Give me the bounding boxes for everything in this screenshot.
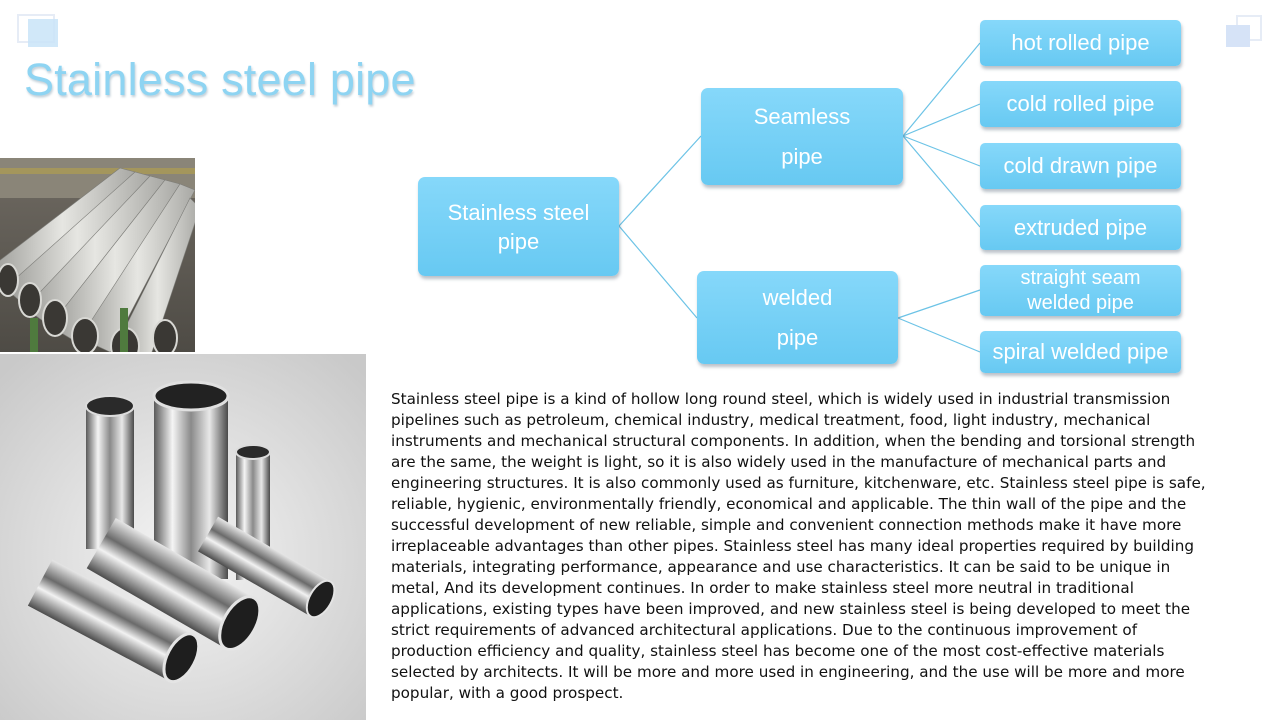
root-node-stainless-steel-pipe: Stainless steel pipe <box>418 177 619 276</box>
connector-root-to-seamless <box>618 135 702 227</box>
connector-seamless-to-cold-rolled <box>902 103 981 137</box>
leaf-node-hot-rolled-pipe: hot rolled pipe <box>980 20 1181 66</box>
seamless-node-line1: Seamless <box>753 103 851 129</box>
connector-root-to-welded <box>618 225 698 319</box>
welded-node-line2: pipe <box>776 324 819 350</box>
decorative-square <box>1226 25 1250 47</box>
leaf-node-straight-seam-welded-pipe: straight seam welded pipe <box>980 265 1181 316</box>
connector-seamless-to-extruded <box>902 135 981 228</box>
connector-welded-to-spiral <box>897 317 981 353</box>
welded-node-line1: welded <box>762 284 833 310</box>
connector-welded-to-straight-seam <box>897 289 981 319</box>
page-title: Stainless steel pipe <box>24 54 416 105</box>
leaf-node-cold-rolled-pipe: cold rolled pipe <box>980 81 1181 127</box>
description-paragraph: Stainless steel pipe is a kind of hollow… <box>391 390 1206 702</box>
decorative-square <box>28 19 58 47</box>
branch-node-welded-pipe: welded pipe <box>697 271 898 364</box>
diagram-connectors <box>618 42 981 353</box>
polished-tubes-photo <box>0 354 366 720</box>
connector-seamless-to-hot-rolled <box>902 42 981 137</box>
pipe-stack-photo <box>0 158 195 352</box>
leaf-node-cold-drawn-pipe: cold drawn pipe <box>980 143 1181 189</box>
branch-node-seamless-pipe: Seamless pipe <box>701 88 903 185</box>
leaf-node-spiral-welded-pipe: spiral welded pipe <box>980 331 1181 373</box>
seamless-node-line2: pipe <box>781 143 823 169</box>
root-node-line2: pipe <box>497 228 540 254</box>
leaf-node-extruded-pipe: extruded pipe <box>980 205 1181 250</box>
root-node-line1: Stainless steel <box>447 199 590 225</box>
connector-seamless-to-cold-drawn <box>902 135 981 167</box>
straight-seam-label: straight seam welded pipe <box>1020 266 1141 314</box>
